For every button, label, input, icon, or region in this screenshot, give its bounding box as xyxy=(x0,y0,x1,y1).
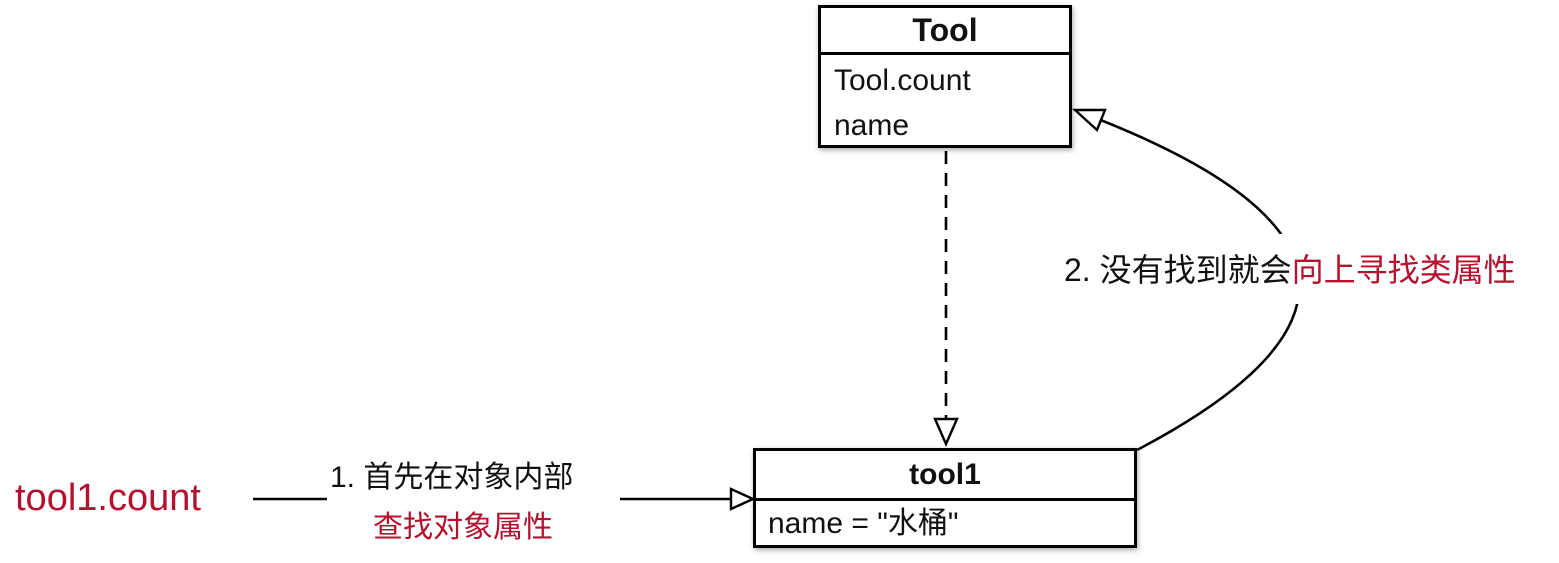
class-attr-name: name xyxy=(834,109,910,142)
class-box-title: Tool xyxy=(821,8,1069,55)
instance-box-title: tool1 xyxy=(756,451,1134,501)
instance-attr-name: name = "水桶" xyxy=(768,507,959,540)
step1-text-red: 查找对象属性 xyxy=(373,511,553,544)
step2-text-red: 向上寻找类属性 xyxy=(1291,252,1516,288)
step1-text-black: 1. 首先在对象内部 xyxy=(330,461,574,494)
step2-text-black: 2. 没有找到就会 xyxy=(1064,252,1292,288)
instance-box-body: name = "水桶" xyxy=(756,501,1134,547)
step1-annotation: 1. 首先在对象内部 查找对象属性 xyxy=(330,453,573,553)
instance-box-tool1: tool1 name = "水桶" xyxy=(753,448,1137,548)
expression-label: tool1.count xyxy=(15,477,201,519)
class-to-instance-dashed-arrow xyxy=(933,151,959,447)
class-box-tool: Tool Tool.count name xyxy=(818,5,1072,148)
step2-annotation: 2. 没有找到就会向上寻找类属性 xyxy=(1064,234,1520,304)
class-attr-count: Tool.count xyxy=(834,64,971,97)
lookup-instance-arrow xyxy=(620,487,756,511)
class-box-body: Tool.count name xyxy=(821,55,1069,148)
